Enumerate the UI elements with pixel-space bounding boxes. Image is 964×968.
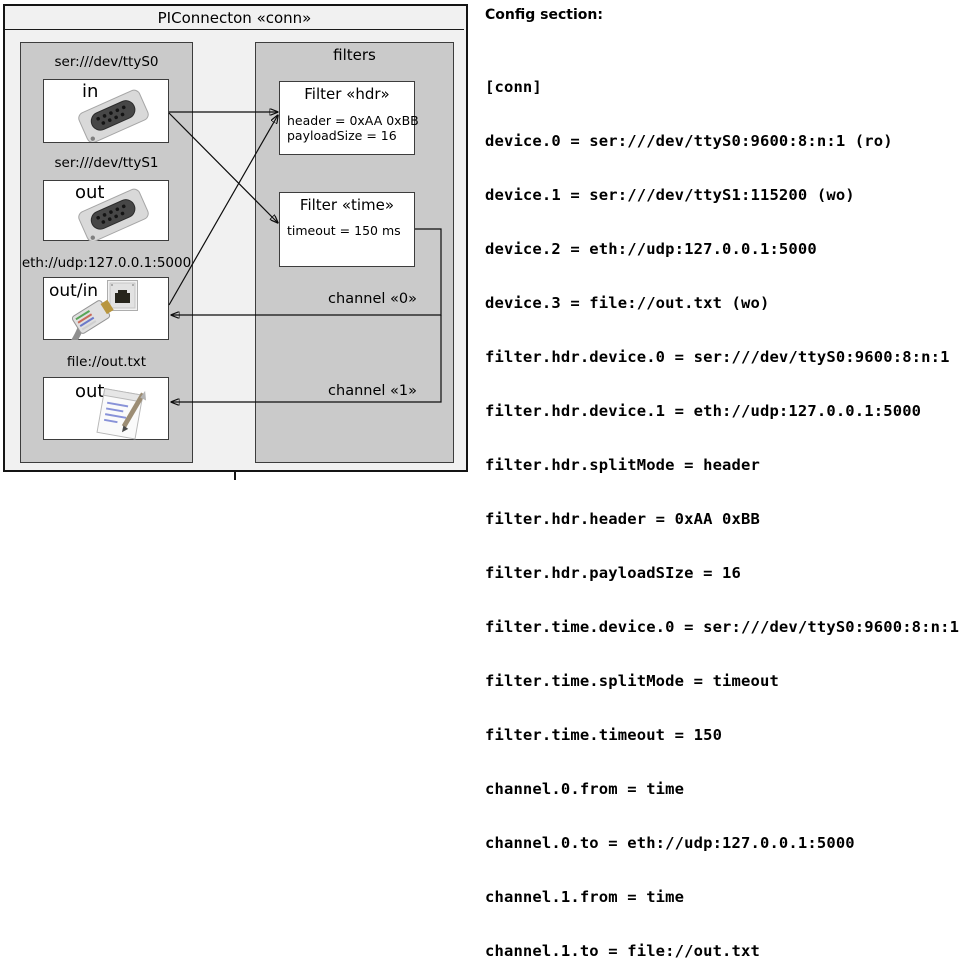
device-box-eth: out/in — [43, 277, 169, 340]
device-label-eth: eth://udp:127.0.0.1:5000 — [21, 255, 192, 271]
filter-time-title: Filter «time» — [299, 196, 395, 214]
diagram-title: PIConnecton «conn» — [5, 6, 464, 30]
config-line: filter.time.device.0 = ser:///dev/ttyS0:… — [485, 618, 960, 636]
config-line: filter.hdr.device.0 = ser:///dev/ttyS0:9… — [485, 348, 950, 366]
device-label-ttys0: ser:///dev/ttyS0 — [54, 54, 159, 70]
filter-time-box: Filter «time» timeout = 150 ms — [279, 192, 415, 267]
filters-panel-title: filters — [333, 46, 376, 64]
config-line: filter.hdr.splitMode = header — [485, 456, 760, 474]
filter-hdr-title: Filter «hdr» — [304, 85, 390, 103]
config-line: filter.hdr.header = 0xAA 0xBB — [485, 510, 760, 528]
device-direction-label: out — [75, 381, 105, 402]
config-line: device.0 = ser:///dev/ttyS0:9600:8:n:1 (… — [485, 132, 893, 150]
config-text: [conn] device.0 = ser:///dev/ttyS0:9600:… — [485, 42, 959, 968]
bottom-tick — [234, 471, 236, 480]
ethernet-jack-icon — [107, 280, 138, 311]
config-panel: Config section: [conn] device.0 = ser://… — [484, 0, 964, 960]
config-line: channel.0.to = eth://udp:127.0.0.1:5000 — [485, 834, 855, 852]
config-line: channel.1.from = time — [485, 888, 685, 906]
filter-hdr-params: header = 0xAA 0xBB payloadSize = 16 — [287, 113, 419, 143]
filter-time-params: timeout = 150 ms — [287, 223, 401, 238]
serial-connector-icon — [78, 188, 149, 241]
filter-hdr-box: Filter «hdr» header = 0xAA 0xBB payloadS… — [279, 81, 419, 155]
screenshot-root: PIConnecton «conn» filters ser:///dev/tt… — [3, 0, 964, 960]
device-box-ttys0: in — [43, 79, 169, 143]
notepad-icon — [96, 388, 147, 440]
device-label-ttys1: ser:///dev/ttyS1 — [54, 155, 159, 171]
device-direction-label: in — [82, 81, 99, 102]
config-line: [conn] — [485, 78, 542, 96]
device-box-ttys1: out — [43, 180, 169, 241]
filter-param: timeout = 150 ms — [287, 223, 401, 238]
filter-param: header = 0xAA 0xBB — [287, 113, 419, 128]
device-direction-label: out — [75, 182, 105, 203]
channel-1-label: channel «1» — [328, 383, 417, 399]
ethernet-connector-icon — [66, 299, 114, 340]
channel-0-label: channel «0» — [328, 291, 417, 307]
config-line: filter.hdr.device.1 = eth://udp:127.0.0.… — [485, 402, 922, 420]
config-line: filter.hdr.payloadSIze = 16 — [485, 564, 742, 582]
config-line: channel.0.from = time — [485, 780, 685, 798]
config-heading: Config section: — [485, 7, 603, 23]
filter-param: payloadSize = 16 — [287, 128, 397, 143]
config-line: device.1 = ser:///dev/ttyS1:115200 (wo) — [485, 186, 855, 204]
config-line: device.2 = eth://udp:127.0.0.1:5000 — [485, 240, 817, 258]
config-line: device.3 = file://out.txt (wo) — [485, 294, 770, 312]
config-line: filter.time.splitMode = timeout — [485, 672, 779, 690]
config-line: channel.1.to = file://out.txt — [485, 942, 760, 960]
device-direction-label: out/in — [49, 281, 99, 301]
serial-connector-icon — [78, 89, 149, 142]
device-box-file: out — [43, 377, 169, 440]
device-label-file: file://out.txt — [66, 354, 147, 370]
config-line: filter.time.timeout = 150 — [485, 726, 723, 744]
